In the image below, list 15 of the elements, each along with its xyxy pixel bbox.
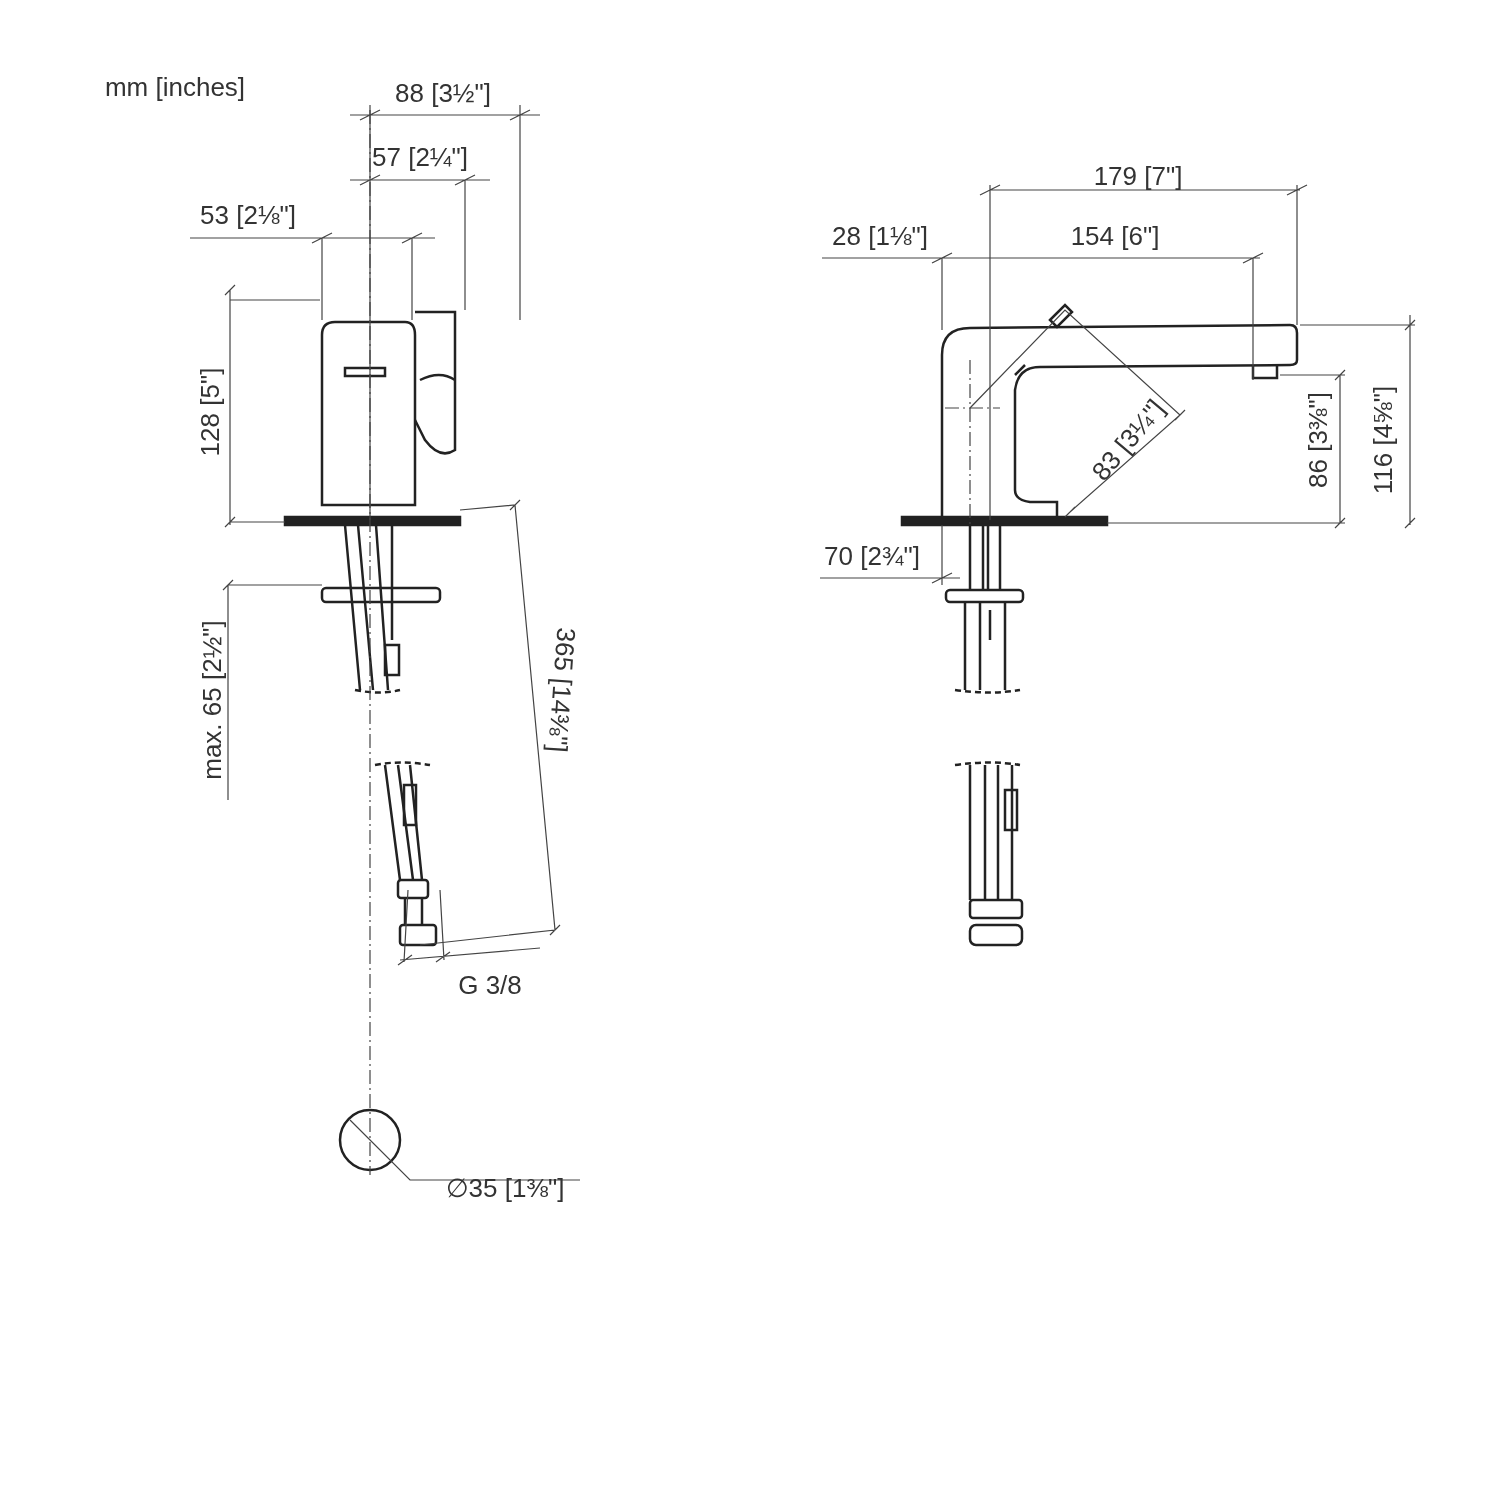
dimension-label: 57 [2¼"] <box>372 144 468 170</box>
dimension-label: 28 [1⅛"] <box>832 223 928 249</box>
dimension-label: 53 [2⅛"] <box>200 202 296 228</box>
dimension-label: 70 [2¾"] <box>824 543 920 569</box>
unit-note: mm [inches] <box>104 74 246 100</box>
dimension-label: 88 [3½"] <box>395 80 491 106</box>
dimension-label: 179 [7"] <box>1093 163 1183 189</box>
dimension-label: 86 [3⅜"] <box>1305 392 1331 488</box>
dimension-label: 154 [6"] <box>1070 223 1160 249</box>
dimension-label: max. 65 [2½"] <box>199 620 225 780</box>
dimension-label: ∅35 [1⅜"] <box>445 1175 565 1201</box>
dimension-label: 365 [14⅜"] <box>544 626 580 754</box>
dimension-label: G 3/8 <box>458 972 522 998</box>
dimension-label: 128 [5"] <box>197 367 223 457</box>
dimension-label: 116 [4⅝"] <box>1370 385 1396 495</box>
